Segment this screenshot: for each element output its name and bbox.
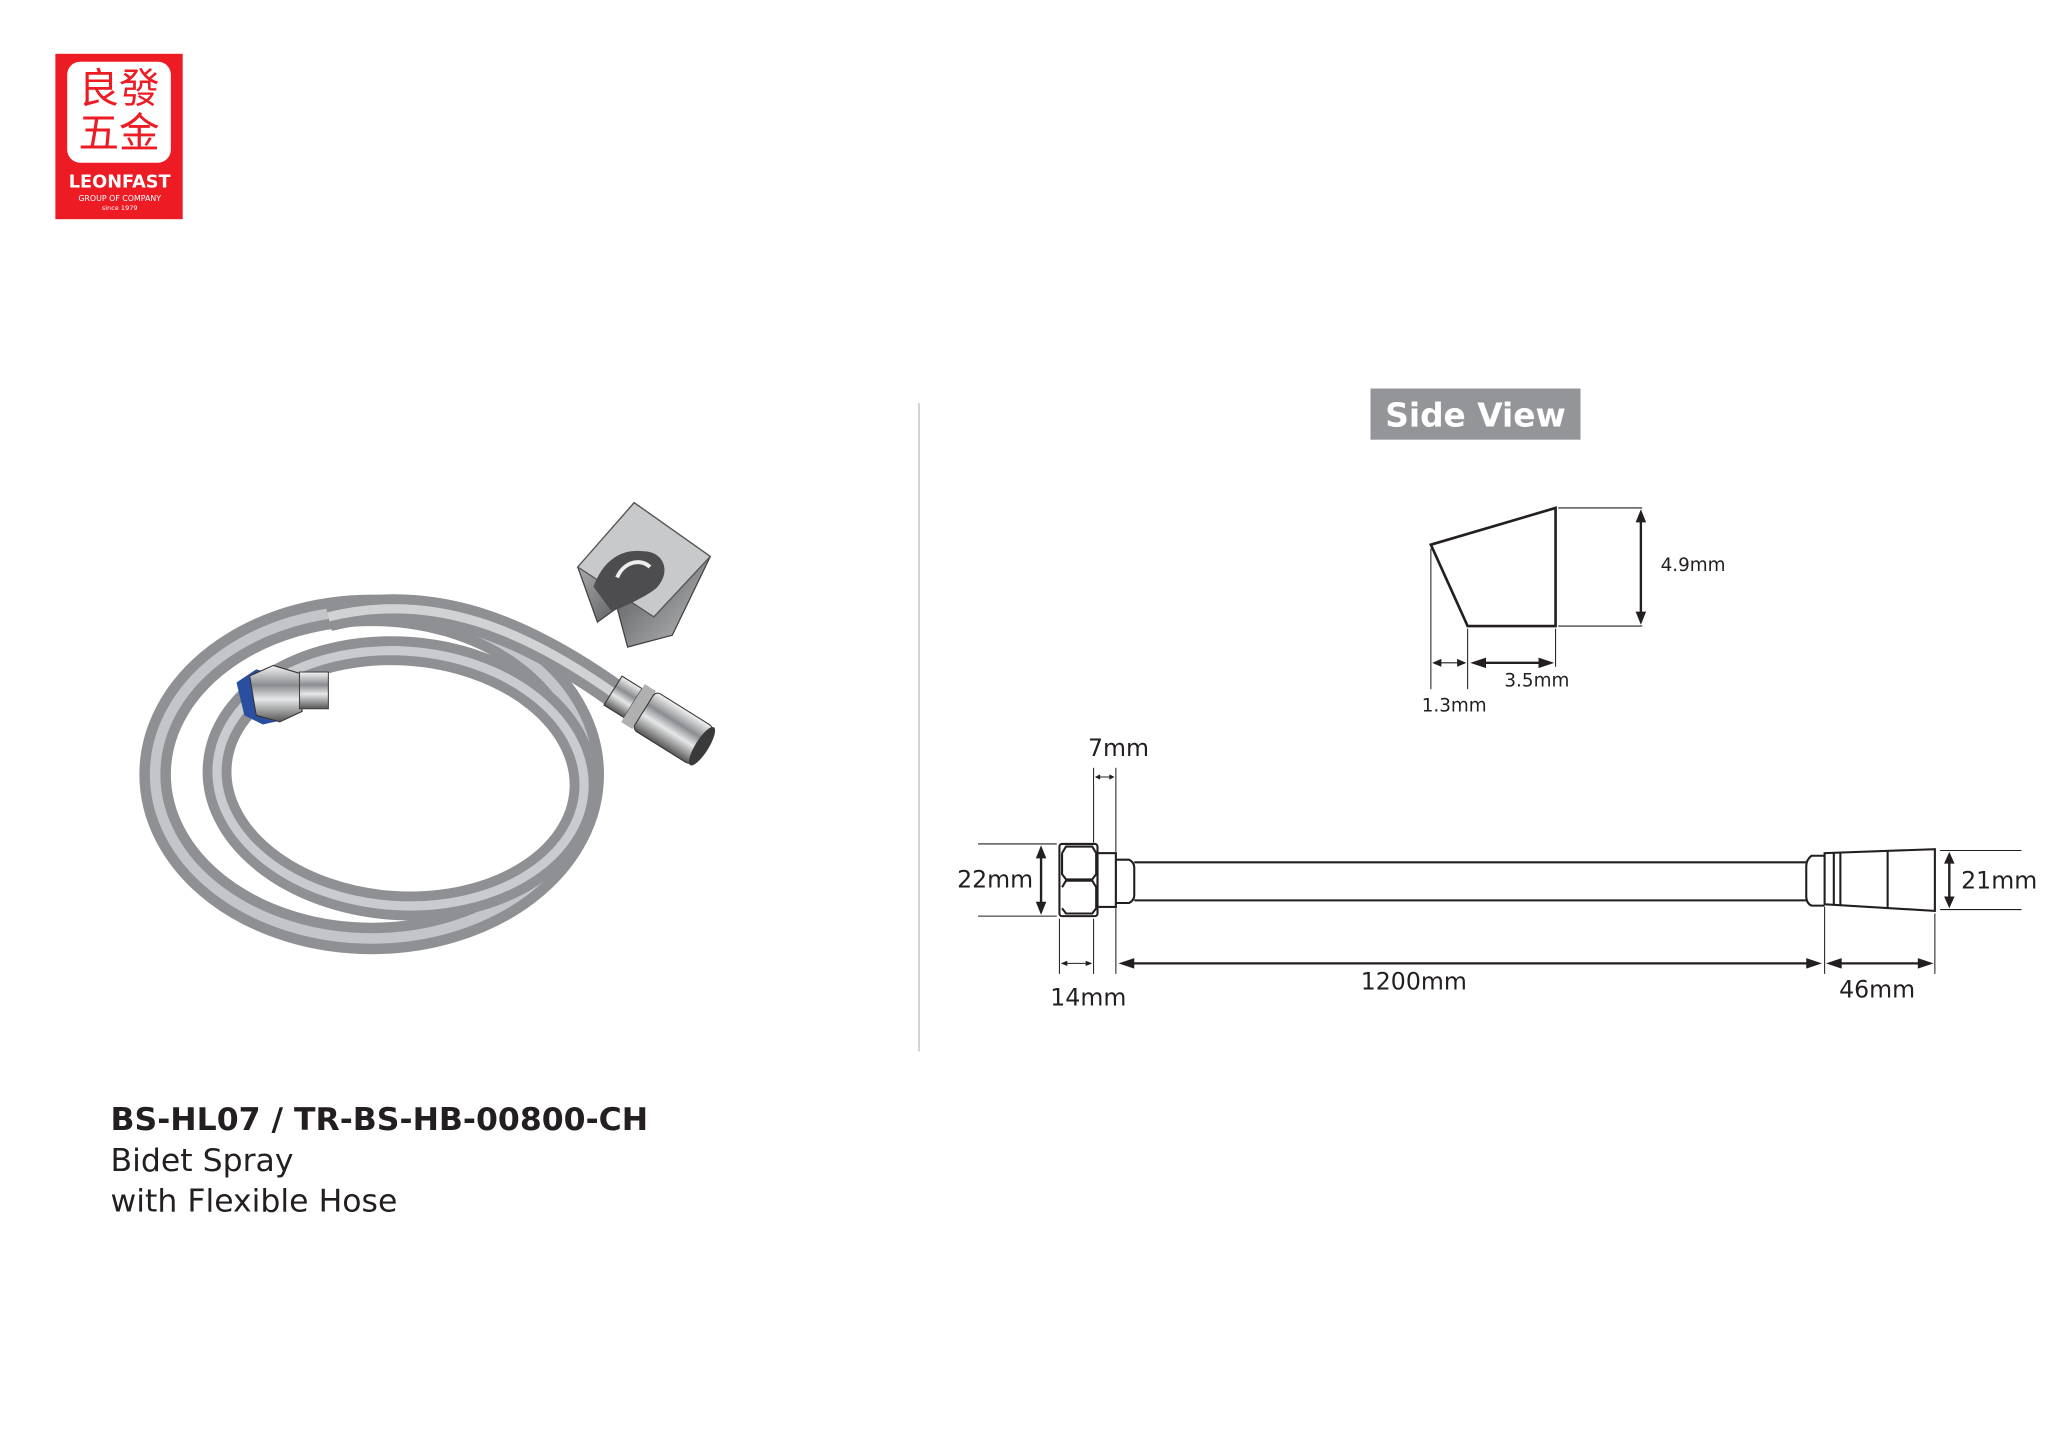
leonfast-logo: 良發五金 LEONFAST GROUP OF COMPANY since 197… — [55, 53, 183, 220]
product-code: BS-HL07 / TR-BS-HB-00800-CH — [111, 1102, 649, 1138]
side-depth-label: 3.5mm — [1504, 670, 1569, 691]
spray-head-image — [603, 675, 716, 766]
logo-since: since 1979 — [102, 204, 138, 212]
product-photo — [139, 501, 716, 955]
flexible-hose-image — [139, 594, 626, 955]
side-height-label: 4.9mm — [1661, 555, 1726, 576]
head-diameter-label: 21mm — [1961, 867, 2037, 895]
product-info: BS-HL07 / TR-BS-HB-00800-CH Bidet Spray … — [111, 1102, 649, 1219]
nut-height-label: 22mm — [957, 865, 1033, 893]
logo-tagline: GROUP OF COMPANY — [78, 194, 161, 203]
logo-brand-name: LEONFAST — [69, 173, 171, 193]
head-length-label: 46mm — [1839, 976, 1915, 1004]
side-view-title: Side View — [1385, 397, 1566, 435]
wall-holder-image — [576, 501, 712, 648]
nut-width-label: 7mm — [1088, 734, 1149, 762]
side-offset-label: 1.3mm — [1422, 695, 1487, 716]
hose-length-label: 1200mm — [1361, 968, 1467, 996]
product-name-line1: Bidet Spray — [111, 1143, 294, 1179]
side-view-label: Side View — [1370, 388, 1581, 440]
hose-nut-image — [236, 664, 329, 725]
product-name-line2: with Flexible Hose — [111, 1183, 398, 1219]
side-view-drawing: 4.9mm 3.5mm 1.3mm — [1422, 506, 1726, 716]
hose-dimension-drawing: 7mm 22mm 14mm 1200mm 46mm 21mm — [957, 734, 2037, 1011]
nut-length-label: 14mm — [1050, 983, 1126, 1011]
logo-chinese-characters: 良發五金 — [78, 66, 160, 158]
